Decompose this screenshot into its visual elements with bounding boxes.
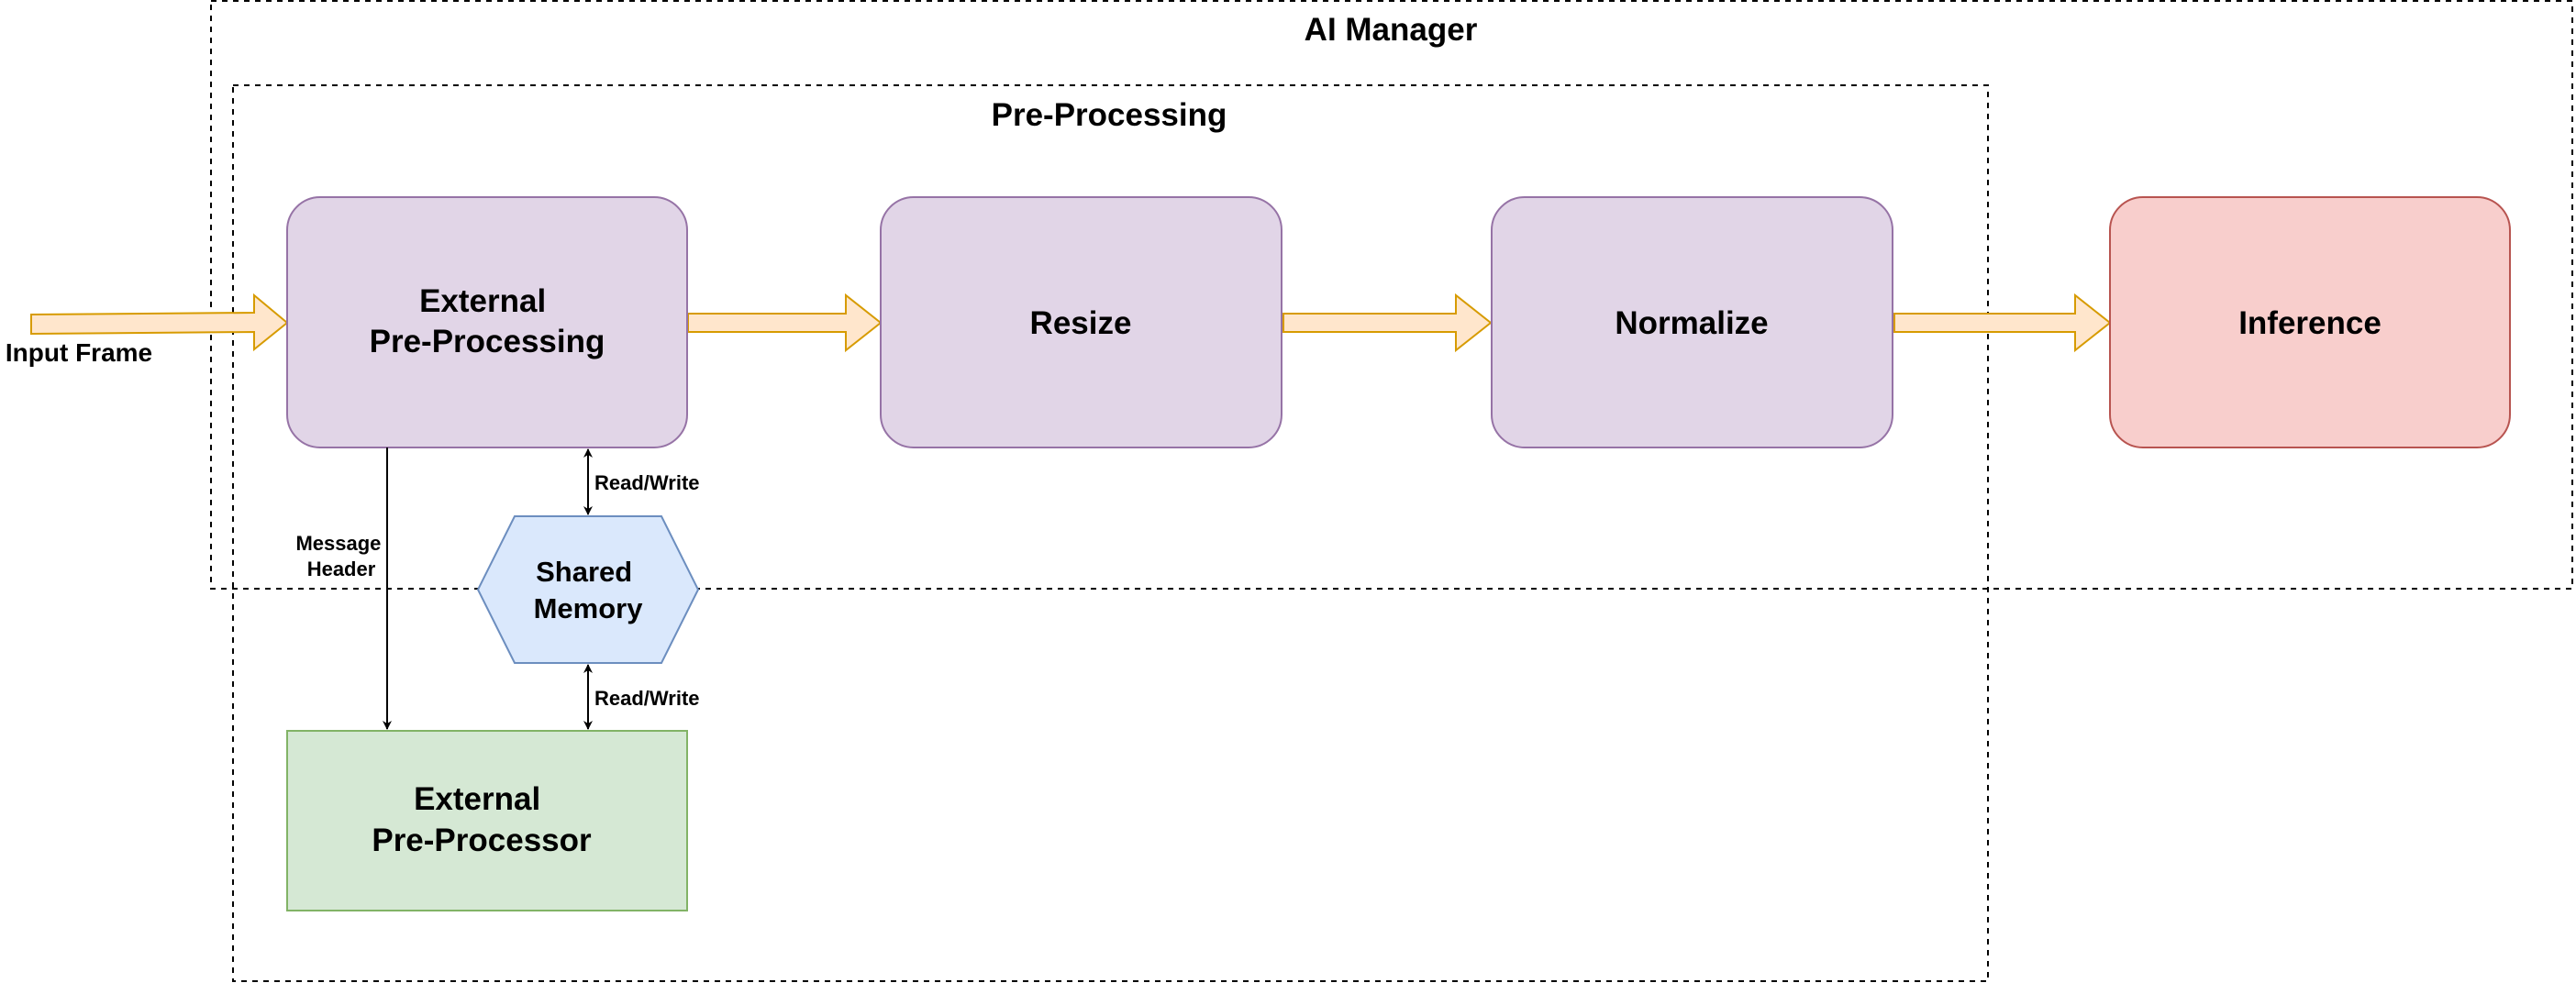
normalize-node (1491, 196, 1893, 448)
shared-memory-label: Shared Memory (534, 556, 644, 624)
read-write-top-label: Read/Write (594, 471, 700, 494)
flow-arrow-to-inference (1893, 293, 2112, 353)
inference-node (2109, 196, 2511, 448)
input-frame-arrow (30, 293, 289, 352)
external-pre-processing-label: External Pre-Processing (370, 283, 605, 359)
message-header-label: Message Header (295, 532, 386, 580)
input-frame-label: Input Frame (6, 338, 152, 367)
ai-manager-title: AI Manager (1305, 12, 1478, 48)
flow-arrow-to-resize (687, 293, 883, 353)
external-pre-processing-node (286, 196, 688, 448)
resize-label: Resize (1030, 305, 1132, 341)
pre-processing-title: Pre-Processing (992, 97, 1227, 133)
external-pre-processor-node (286, 730, 688, 911)
pre-processing-container (232, 84, 1989, 982)
inference-label: Inference (2238, 305, 2382, 341)
read-write-bottom-label: Read/Write (594, 687, 700, 710)
flow-arrow-to-normalize (1282, 293, 1493, 353)
external-pre-processor-label: External Pre-Processor (372, 781, 592, 858)
ai-manager-container (210, 0, 2573, 590)
shared-memory-node (476, 515, 700, 664)
resize-node (880, 196, 1282, 448)
normalize-label: Normalize (1615, 305, 1768, 341)
